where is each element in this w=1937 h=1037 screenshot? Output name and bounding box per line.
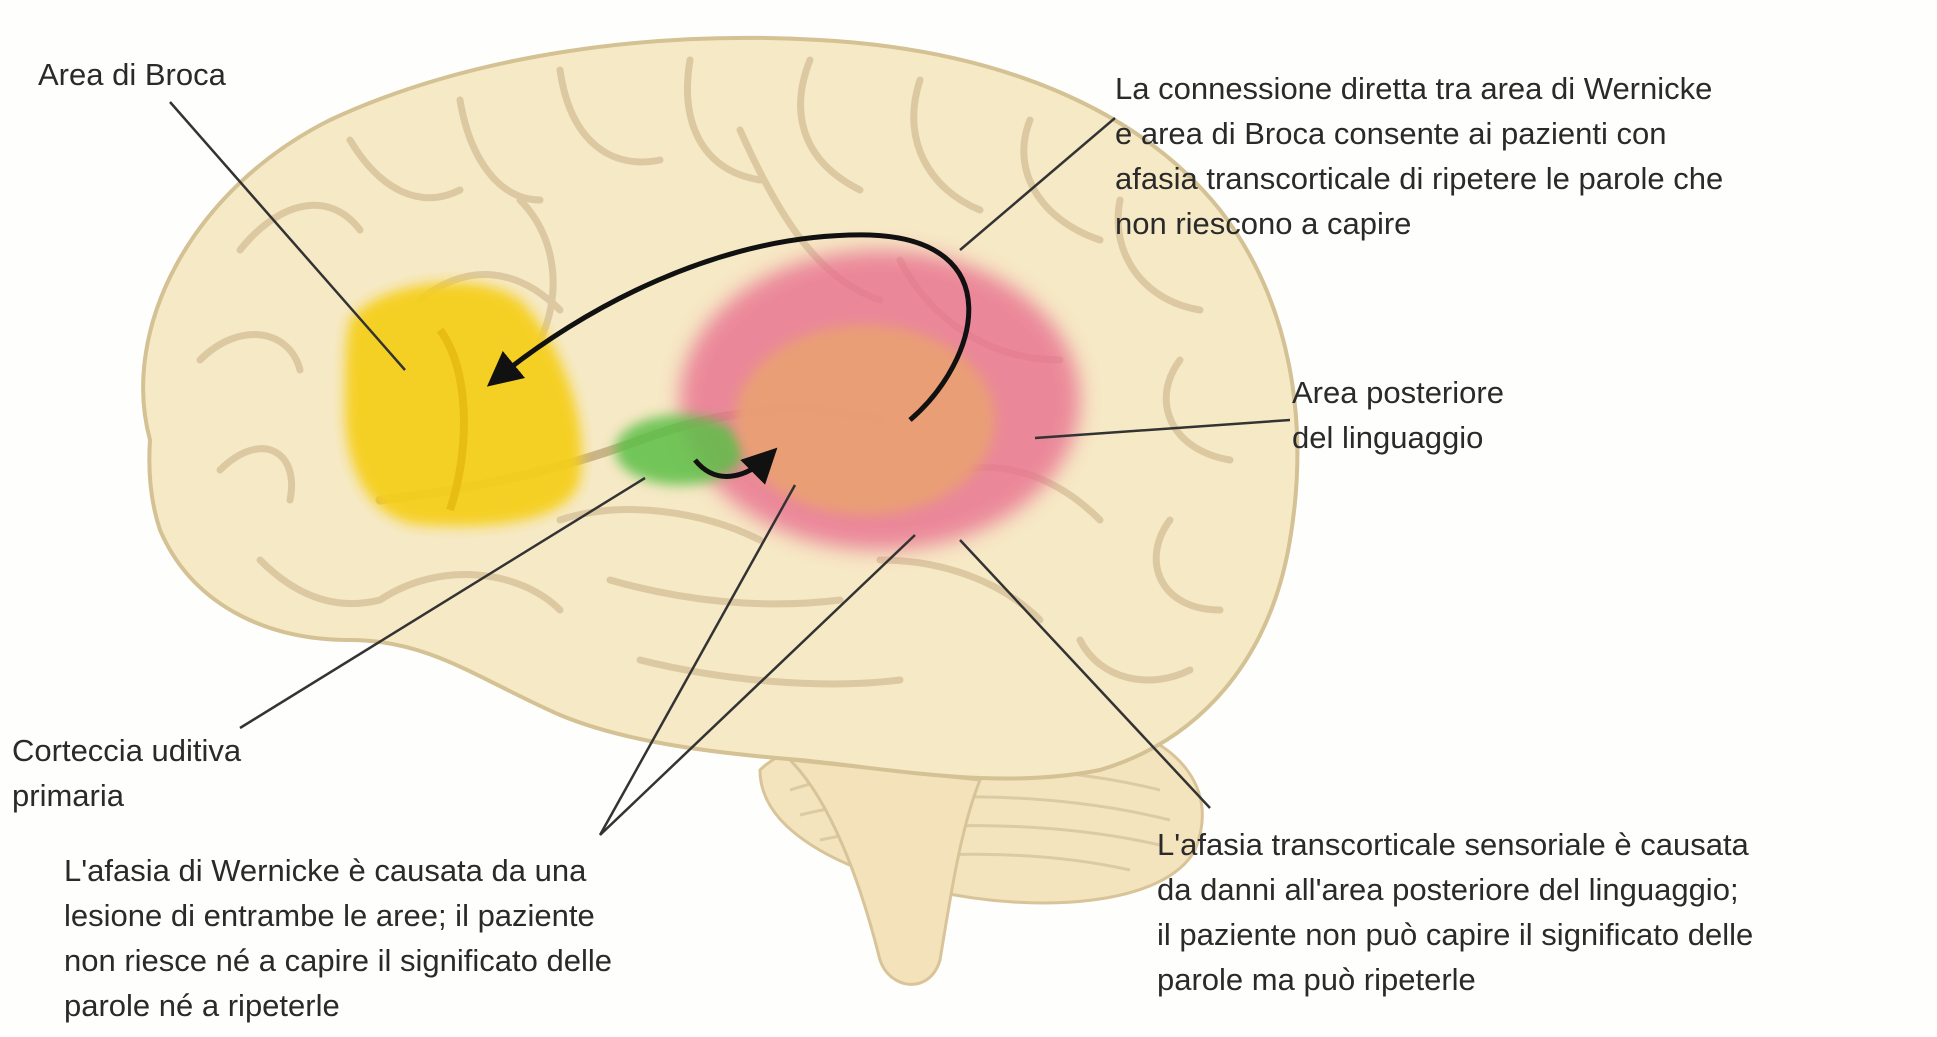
label-line: L'afasia di Wernicke è causata da una (64, 848, 612, 893)
label-line: non riescono a capire (1115, 201, 1723, 246)
label-line: da danni all'area posteriore del linguag… (1157, 867, 1753, 912)
brainstem (790, 760, 980, 984)
label-line: La connessione diretta tra area di Werni… (1115, 66, 1723, 111)
label-line: parole né a ripeterle (64, 983, 612, 1028)
label-transcortical-sensory-aphasia: L'afasia transcorticale sensoriale è cau… (1157, 822, 1753, 1002)
label-line: afasia transcorticale di ripetere le par… (1115, 156, 1723, 201)
label-line: lesione di entrambe le aree; il paziente (64, 893, 612, 938)
label-line: primaria (12, 773, 241, 818)
label-line: parole ma può ripeterle (1157, 957, 1753, 1002)
wernicke-area-region (735, 325, 995, 515)
label-direct-connection: La connessione diretta tra area di Werni… (1115, 66, 1723, 246)
label-posterior-language-area: Area posteriore del linguaggio (1292, 370, 1504, 460)
label-line: non riesce né a capire il significato de… (64, 938, 612, 983)
label-line: Area di Broca (38, 52, 226, 97)
label-line: del linguaggio (1292, 415, 1504, 460)
label-line: L'afasia transcorticale sensoriale è cau… (1157, 822, 1753, 867)
label-line: e area di Broca consente ai pazienti con (1115, 111, 1723, 156)
label-primary-auditory-cortex: Corteccia uditiva primaria (12, 728, 241, 818)
label-broca-area: Area di Broca (38, 52, 226, 97)
label-line: Corteccia uditiva (12, 728, 241, 773)
label-line: il paziente non può capire il significat… (1157, 912, 1753, 957)
label-line: Area posteriore (1292, 370, 1504, 415)
label-wernicke-aphasia: L'afasia di Wernicke è causata da una le… (64, 848, 612, 1028)
